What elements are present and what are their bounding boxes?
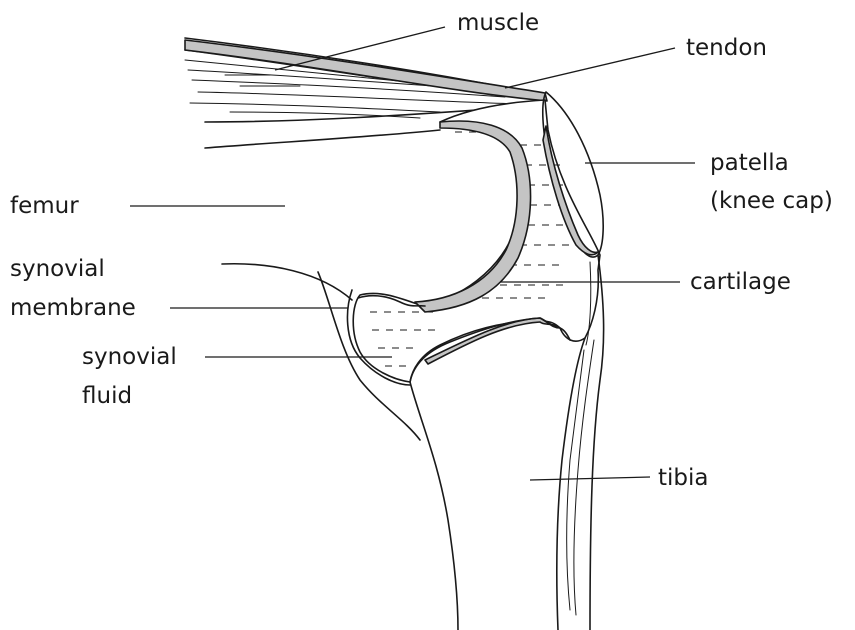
label-synovial-fluid-line1: synovial bbox=[82, 344, 177, 370]
tendon bbox=[185, 40, 547, 101]
leader-lines bbox=[130, 27, 695, 480]
label-patella-line2: (knee cap) bbox=[710, 188, 833, 214]
tibia bbox=[410, 318, 585, 630]
label-femur: femur bbox=[10, 193, 79, 219]
label-synovial-membrane-line2: membrane bbox=[10, 295, 136, 321]
label-tendon: tendon bbox=[686, 35, 767, 61]
label-synovial-fluid-line2: fluid bbox=[82, 383, 132, 409]
label-muscle: muscle bbox=[457, 10, 539, 36]
femur bbox=[205, 130, 440, 300]
label-cartilage: cartilage bbox=[690, 269, 791, 295]
label-tibia: tibia bbox=[658, 465, 709, 491]
leader-tendon bbox=[505, 48, 675, 88]
label-synovial-membrane-line1: synovial bbox=[10, 256, 105, 282]
label-patella-line1: patella bbox=[710, 150, 789, 176]
leader-tibia bbox=[530, 477, 650, 480]
